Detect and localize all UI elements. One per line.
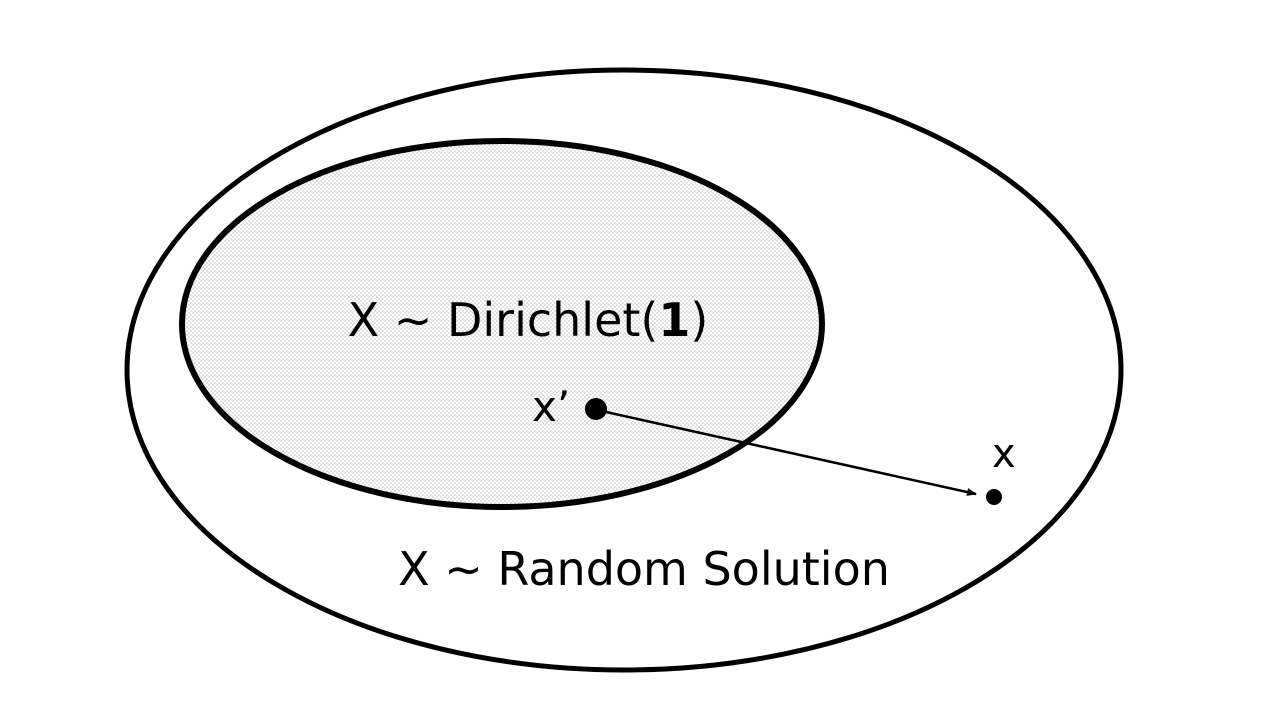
inner-set-ellipse [179, 138, 825, 510]
inner-label-suffix: ) [690, 293, 708, 347]
inner-label-prefix: X ~ Dirichlet( [348, 293, 659, 347]
point-x-prime [585, 398, 607, 420]
point-x [986, 489, 1002, 505]
point-x-prime-label: x’ [532, 382, 570, 431]
inner-label-bold: 1 [658, 293, 690, 347]
point-x-label: x [992, 431, 1016, 477]
mapping-arrow [605, 410, 977, 496]
outer-set-label: X ~ Random Solution [398, 542, 890, 596]
inner-set-label: X ~ Dirichlet(1) [348, 293, 709, 347]
